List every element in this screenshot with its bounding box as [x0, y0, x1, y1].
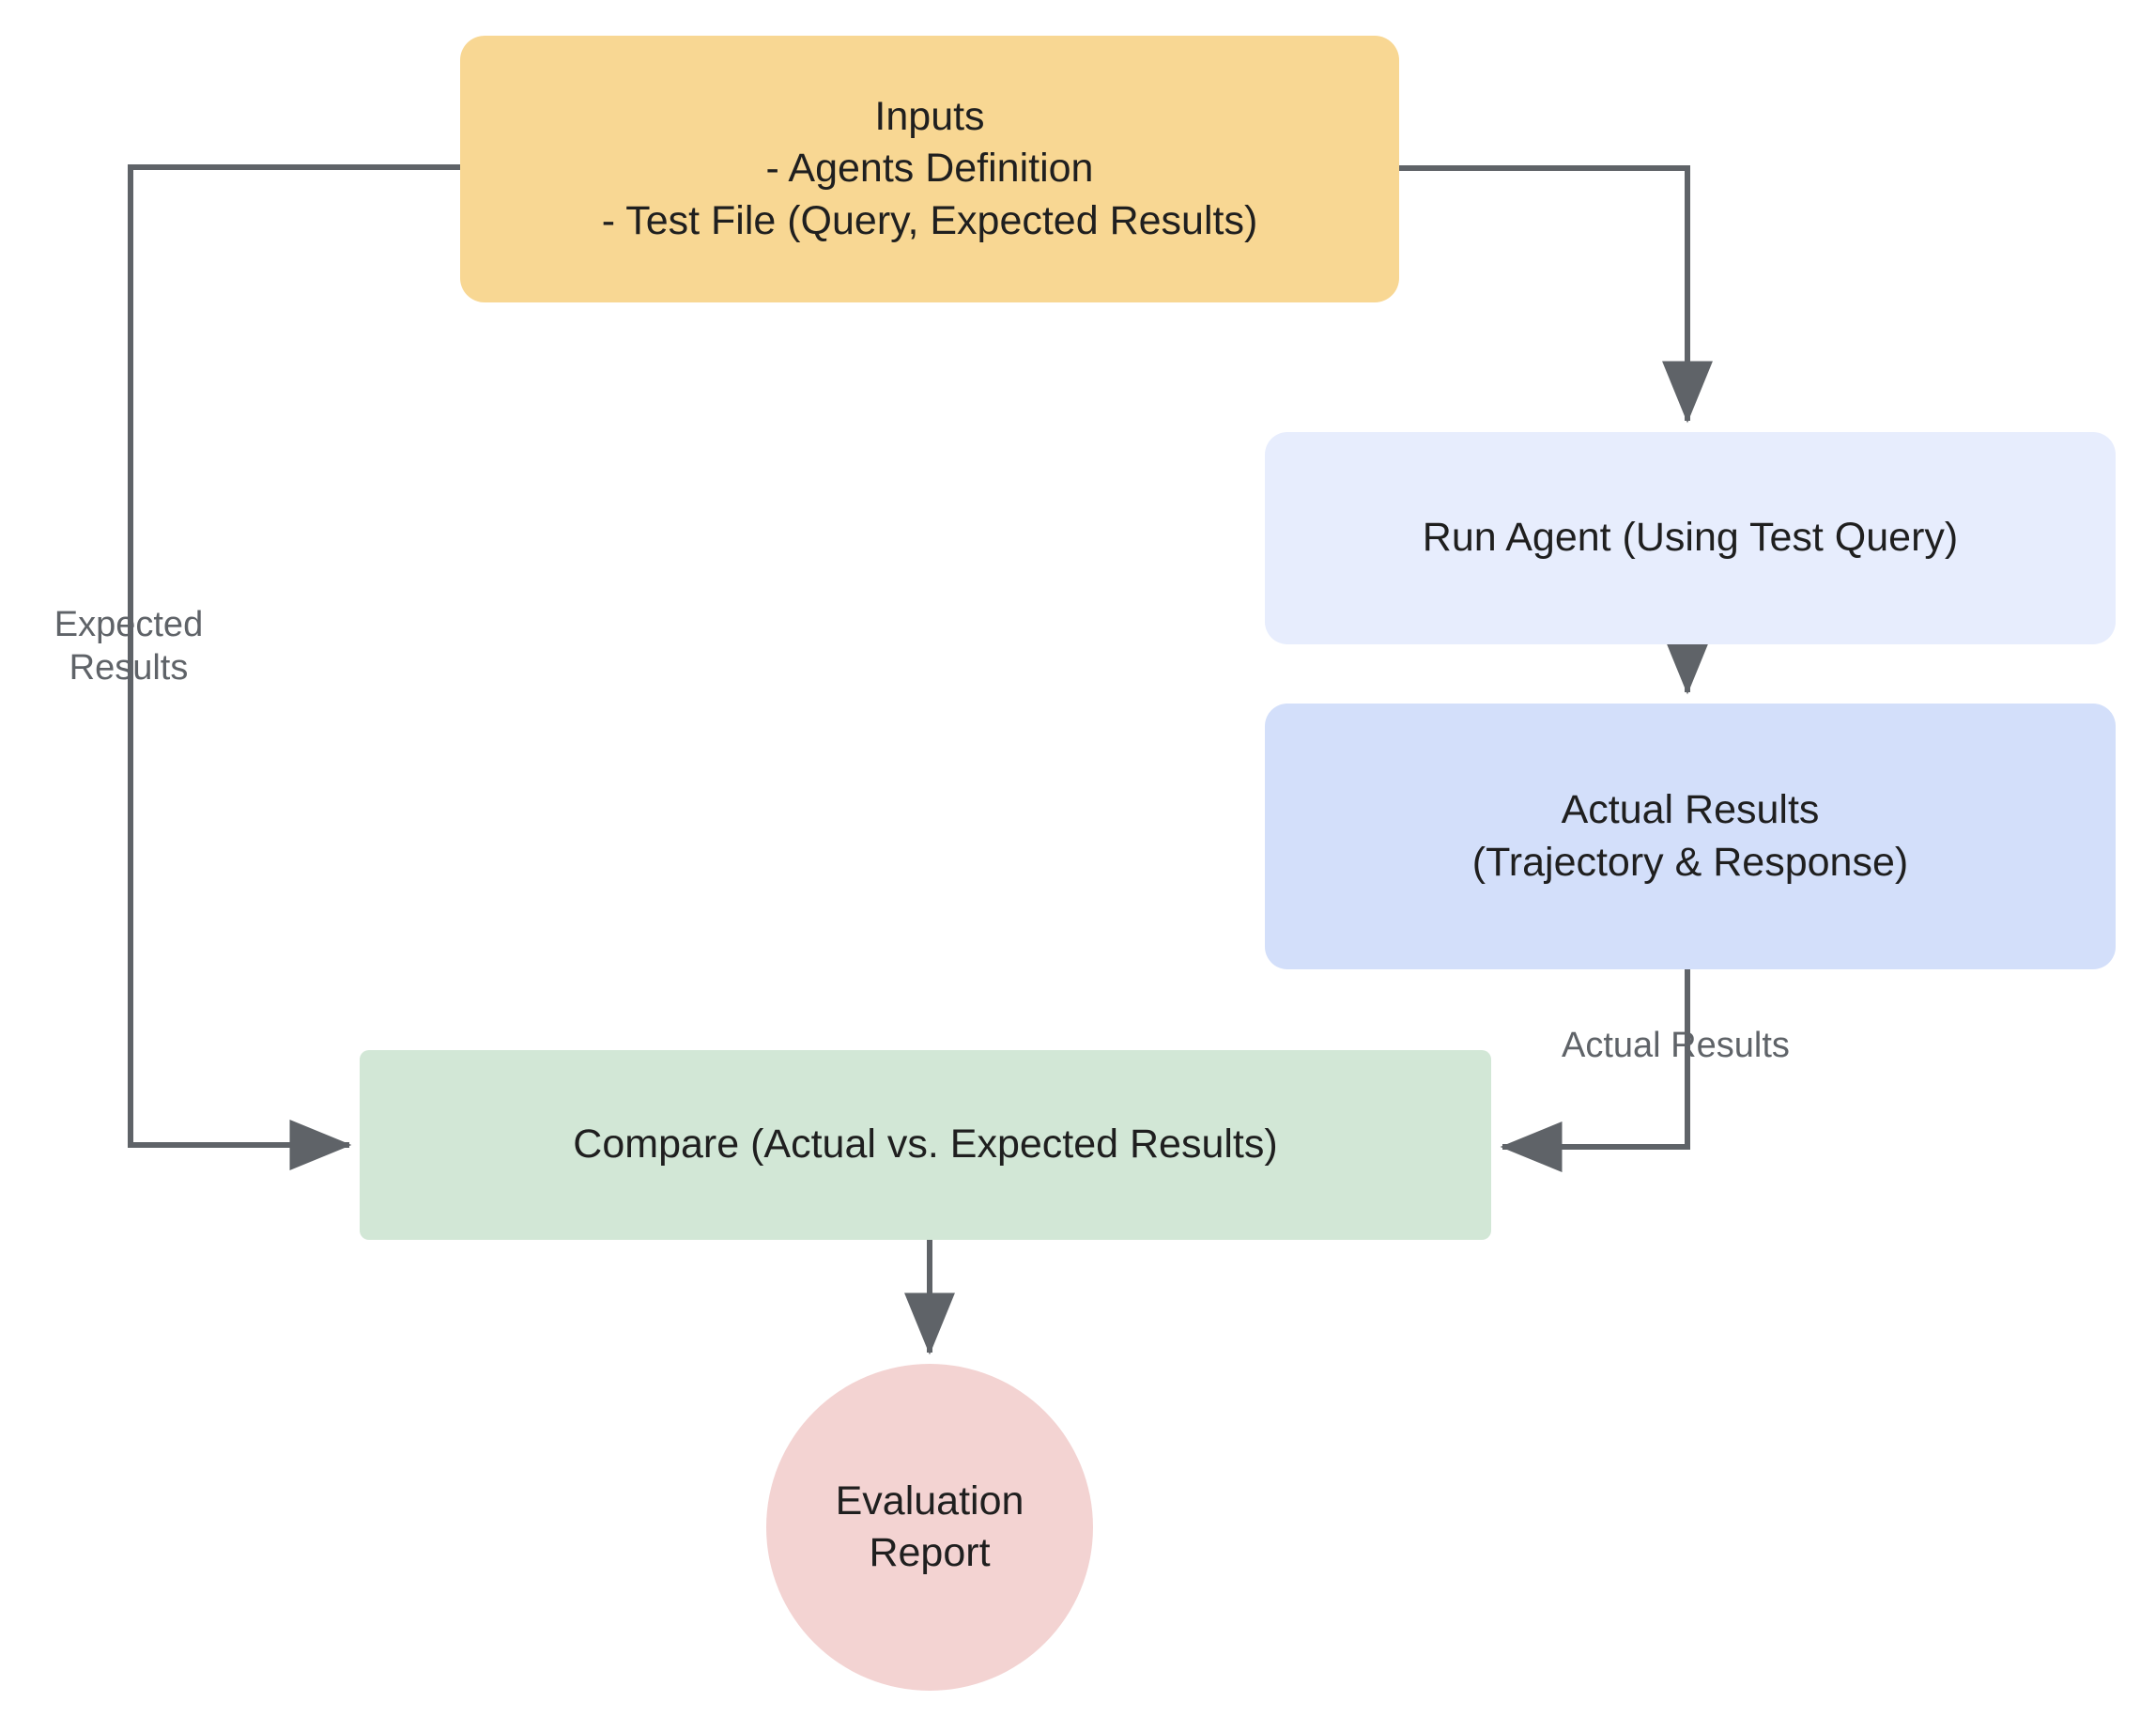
node-evaluation-report[interactable]: Evaluation Report — [766, 1364, 1093, 1691]
edge-inputs-to-run-agent — [1399, 165, 1713, 424]
node-actual-results[interactable]: Actual Results (Trajectory & Response) — [1265, 704, 2116, 969]
node-compare[interactable]: Compare (Actual vs. Expected Results) — [360, 1050, 1491, 1240]
edge-label-expected-results: Expected Results — [54, 605, 204, 688]
node-run-agent[interactable]: Run Agent (Using Test Query) — [1265, 432, 2116, 644]
node-inputs[interactable]: Inputs - Agents Definition - Test File (… — [460, 36, 1399, 302]
edge-label-actual-results: Actual Results — [1562, 1026, 1790, 1065]
